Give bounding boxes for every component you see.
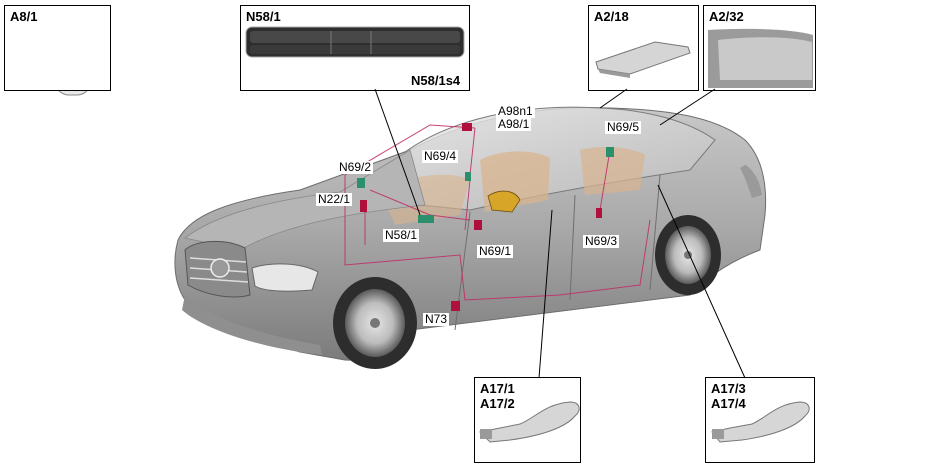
box-a2-18: A2/18 xyxy=(588,5,699,91)
headlight xyxy=(251,263,319,292)
antenna-module-drawing xyxy=(595,41,691,78)
box-a2-32: A2/32 xyxy=(703,5,816,91)
component-n22-1 xyxy=(360,200,367,212)
callout-n69-4: N69/4 xyxy=(422,149,459,163)
box-title-n58-1: N58/1 xyxy=(246,9,281,24)
callout-n69-1: N69/1 xyxy=(477,244,514,258)
box-title-a17-2: A17/2 xyxy=(480,396,515,411)
callout-n69-3: N69/3 xyxy=(583,234,620,248)
box-n58-1: N58/1 N58/1s4 xyxy=(240,5,470,91)
side-mirror xyxy=(487,190,521,213)
callout-n73: N73 xyxy=(423,312,450,326)
callout-a98n1: A98n1 xyxy=(496,104,535,118)
callout-n22-1: N22/1 xyxy=(316,192,353,206)
box-title-a2-18: A2/18 xyxy=(594,9,629,24)
box-title-a17-1: A17/1 xyxy=(480,381,515,396)
box-a17-1: A17/1 A17/2 xyxy=(474,377,581,463)
control-panel-drawing xyxy=(245,26,465,58)
box-title-a17-3: A17/3 xyxy=(711,381,746,396)
box-title-a17-4: A17/4 xyxy=(711,396,746,411)
front-wheel xyxy=(333,277,417,369)
door-handle-right-drawing xyxy=(711,401,810,443)
component-n69-3 xyxy=(596,208,602,218)
box-label-n58-1s4: N58/1s4 xyxy=(409,73,463,88)
leader-lines xyxy=(374,88,746,379)
component-n69-4 xyxy=(465,172,471,181)
component-n58-1 xyxy=(418,215,434,223)
hood xyxy=(184,149,426,251)
callout-n58-1: N58/1 xyxy=(383,228,420,242)
rear-window-drawing xyxy=(708,28,813,89)
box-a17-3: A17/3 A17/4 xyxy=(705,377,815,463)
callout-n69-5: N69/5 xyxy=(605,120,642,134)
component-a98n1 xyxy=(462,123,472,131)
component-n69-1 xyxy=(474,220,482,230)
component-n69-2 xyxy=(357,178,365,188)
callout-a98-1: A98/1 xyxy=(496,117,532,131)
component-n69-5 xyxy=(606,147,614,157)
rear-wheel xyxy=(655,215,721,295)
box-a8-1: A8/1 xyxy=(4,5,111,91)
door-handle-left-drawing xyxy=(478,401,580,443)
box-title-a8-1: A8/1 xyxy=(10,9,38,24)
component-n73 xyxy=(451,301,460,311)
box-title-a2-32: A2/32 xyxy=(709,9,744,24)
callout-n69-2: N69/2 xyxy=(337,160,374,174)
